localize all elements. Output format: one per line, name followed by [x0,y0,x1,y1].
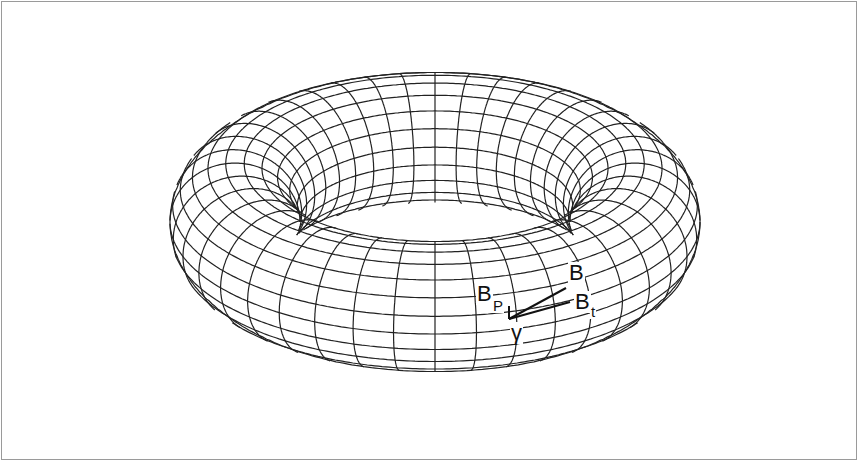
mesh-line [192,123,677,281]
mesh-line [394,241,408,371]
torus-mesh [170,73,700,372]
mesh-line [175,254,694,349]
mesh-line [365,77,394,206]
field-label: B [476,283,493,305]
mesh-line [244,83,625,244]
mesh-line [279,227,336,352]
mesh-line [551,220,622,342]
mesh-line [477,77,506,206]
mesh-line [262,95,608,241]
mesh-line [531,100,602,222]
total-field-vector [509,288,566,319]
poloidal-vector [508,306,510,319]
mesh-line [488,238,517,367]
toroidal-vector [509,302,570,319]
mesh-line [278,111,593,213]
mesh-line [462,241,476,371]
mesh-line [331,83,374,210]
mesh-line [456,74,470,204]
mesh-line [299,91,355,216]
mesh-line [226,75,645,252]
mesh-line [555,123,654,233]
mesh-line [299,180,572,230]
mesh-line [170,73,700,372]
mesh-line [297,192,573,235]
mesh-line [434,73,435,203]
field-label: B [568,262,585,284]
field-label: B [574,291,591,313]
mesh-line [353,238,382,367]
field-vectors [509,288,570,319]
mesh-line [269,100,340,222]
mesh-line [290,129,581,209]
mesh-line [434,242,435,372]
field-label: γ [510,322,523,344]
mesh-line [514,91,570,216]
mesh-line [248,220,319,342]
field-subscript: P [492,298,504,313]
mesh-line [193,287,677,361]
mesh-line [400,74,414,204]
mesh-line [496,83,539,210]
field-subscript: t [590,304,596,319]
mesh-line [303,200,566,230]
